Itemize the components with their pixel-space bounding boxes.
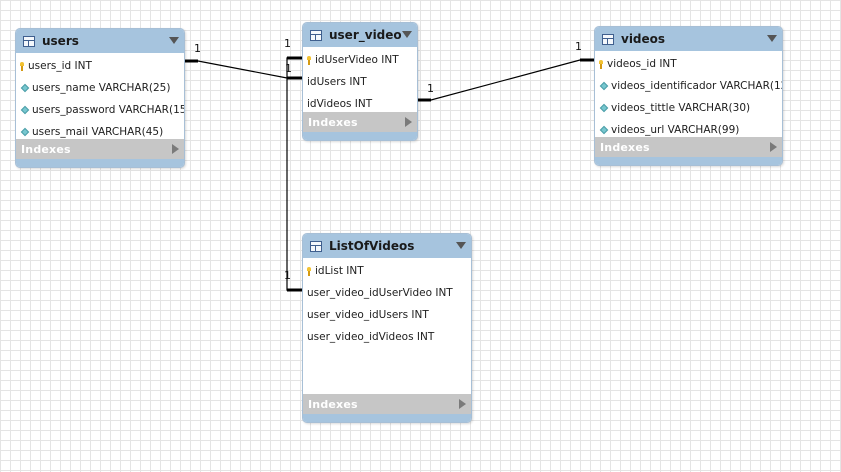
primary-key-icon xyxy=(307,266,311,276)
indexes-section[interactable]: Indexes xyxy=(303,394,471,414)
column-diamond-icon xyxy=(599,81,609,91)
table-header[interactable]: users xyxy=(16,29,184,53)
indexes-label: Indexes xyxy=(308,397,358,411)
column-label: idUsers INT xyxy=(307,76,367,88)
column-label: videos_url VARCHAR(99) xyxy=(611,124,740,136)
column-diamond-icon xyxy=(20,105,30,115)
column-label: idUserVideo INT xyxy=(315,54,399,66)
column-row[interactable]: idList INT xyxy=(303,260,471,282)
column-row[interactable]: user_video_idUsers INT xyxy=(303,304,471,326)
indexes-label: Indexes xyxy=(600,140,650,154)
table-footer xyxy=(595,157,782,165)
cardinality-listofvideos: 1 xyxy=(284,269,291,282)
column-label: user_video_idUserVideo INT xyxy=(307,287,453,299)
column-label: users_name VARCHAR(25) xyxy=(32,82,171,94)
column-row[interactable]: idVideos INT xyxy=(303,93,417,115)
column-row[interactable]: idUsers INT xyxy=(303,71,417,93)
table-footer xyxy=(16,159,184,167)
column-label: videos_tittle VARCHAR(30) xyxy=(611,102,751,114)
table-listofvideos[interactable]: ListOfVideos idList INT user_video_idUse… xyxy=(302,233,472,423)
table-videos[interactable]: videos videos_id INT videos_identificado… xyxy=(594,26,783,166)
column-diamond-icon xyxy=(599,125,609,135)
column-label: idVideos INT xyxy=(307,98,373,110)
cardinality-users: 1 xyxy=(194,42,201,55)
column-row[interactable]: user_video_idUserVideo INT xyxy=(303,282,471,304)
indexes-section[interactable]: Indexes xyxy=(595,137,782,157)
table-icon xyxy=(602,33,614,45)
table-name: user_video xyxy=(329,28,402,42)
column-row[interactable]: users_name VARCHAR(25) xyxy=(16,77,184,99)
column-row[interactable]: videos_identificador VARCHAR(12) xyxy=(595,75,782,97)
table-footer xyxy=(303,132,417,140)
column-label: users_password VARCHAR(15) xyxy=(32,104,185,116)
expand-arrow-icon[interactable] xyxy=(459,399,466,409)
table-header[interactable]: user_video xyxy=(303,23,417,47)
column-label: user_video_idVideos INT xyxy=(307,331,435,343)
expand-arrow-icon[interactable] xyxy=(405,117,412,127)
table-name: videos xyxy=(621,32,666,46)
column-label: users_mail VARCHAR(45) xyxy=(32,126,164,138)
cardinality-user_video-pk: 1 xyxy=(284,37,291,50)
column-row[interactable]: users_mail VARCHAR(45) xyxy=(16,121,184,143)
primary-key-icon xyxy=(599,59,603,69)
table-footer xyxy=(303,414,471,422)
link-user_video-listofvideos xyxy=(286,57,302,291)
indexes-section[interactable]: Indexes xyxy=(303,112,417,132)
column-label: users_id INT xyxy=(28,60,92,72)
table-header[interactable]: videos xyxy=(595,27,782,51)
column-diamond-icon xyxy=(20,127,30,137)
column-row[interactable]: user_video_idVideos INT xyxy=(303,326,471,348)
table-users[interactable]: users users_id INT users_name VARCHAR(25… xyxy=(15,28,185,168)
column-row[interactable]: videos_id INT xyxy=(595,53,782,75)
expand-arrow-icon[interactable] xyxy=(172,144,179,154)
collapse-arrow-icon[interactable] xyxy=(767,35,777,42)
table-name: users xyxy=(42,34,79,48)
primary-key-icon xyxy=(20,61,24,71)
column-label: idList INT xyxy=(315,265,364,277)
table-icon xyxy=(310,240,322,252)
indexes-label: Indexes xyxy=(21,142,71,156)
collapse-arrow-icon[interactable] xyxy=(169,37,179,44)
cardinality-videos: 1 xyxy=(575,40,582,53)
link-user_video-videos xyxy=(417,59,594,101)
column-diamond-icon xyxy=(20,83,30,93)
indexes-label: Indexes xyxy=(308,115,358,129)
column-label: videos_identificador VARCHAR(12) xyxy=(611,80,783,92)
column-row[interactable]: videos_url VARCHAR(99) xyxy=(595,119,782,141)
column-label: user_video_idUsers INT xyxy=(307,309,429,321)
column-row[interactable]: users_password VARCHAR(15) xyxy=(16,99,184,121)
expand-arrow-icon[interactable] xyxy=(770,142,777,152)
column-diamond-icon xyxy=(599,103,609,113)
table-icon xyxy=(23,35,35,47)
primary-key-icon xyxy=(307,55,311,65)
collapse-arrow-icon[interactable] xyxy=(402,31,412,38)
table-icon xyxy=(310,29,322,41)
collapse-arrow-icon[interactable] xyxy=(456,242,466,249)
table-user-video[interactable]: user_video idUserVideo INT idUsers INT i… xyxy=(302,22,418,141)
column-row[interactable]: users_id INT xyxy=(16,55,184,77)
column-row[interactable]: idUserVideo INT xyxy=(303,49,417,71)
table-header[interactable]: ListOfVideos xyxy=(303,234,471,258)
cardinality-user_video-idusers: 1 xyxy=(285,62,292,75)
column-row[interactable]: videos_tittle VARCHAR(30) xyxy=(595,97,782,119)
indexes-section[interactable]: Indexes xyxy=(16,139,184,159)
cardinality-user_video-idvideos: 1 xyxy=(427,82,434,95)
column-label: videos_id INT xyxy=(607,58,677,70)
table-name: ListOfVideos xyxy=(329,239,415,253)
